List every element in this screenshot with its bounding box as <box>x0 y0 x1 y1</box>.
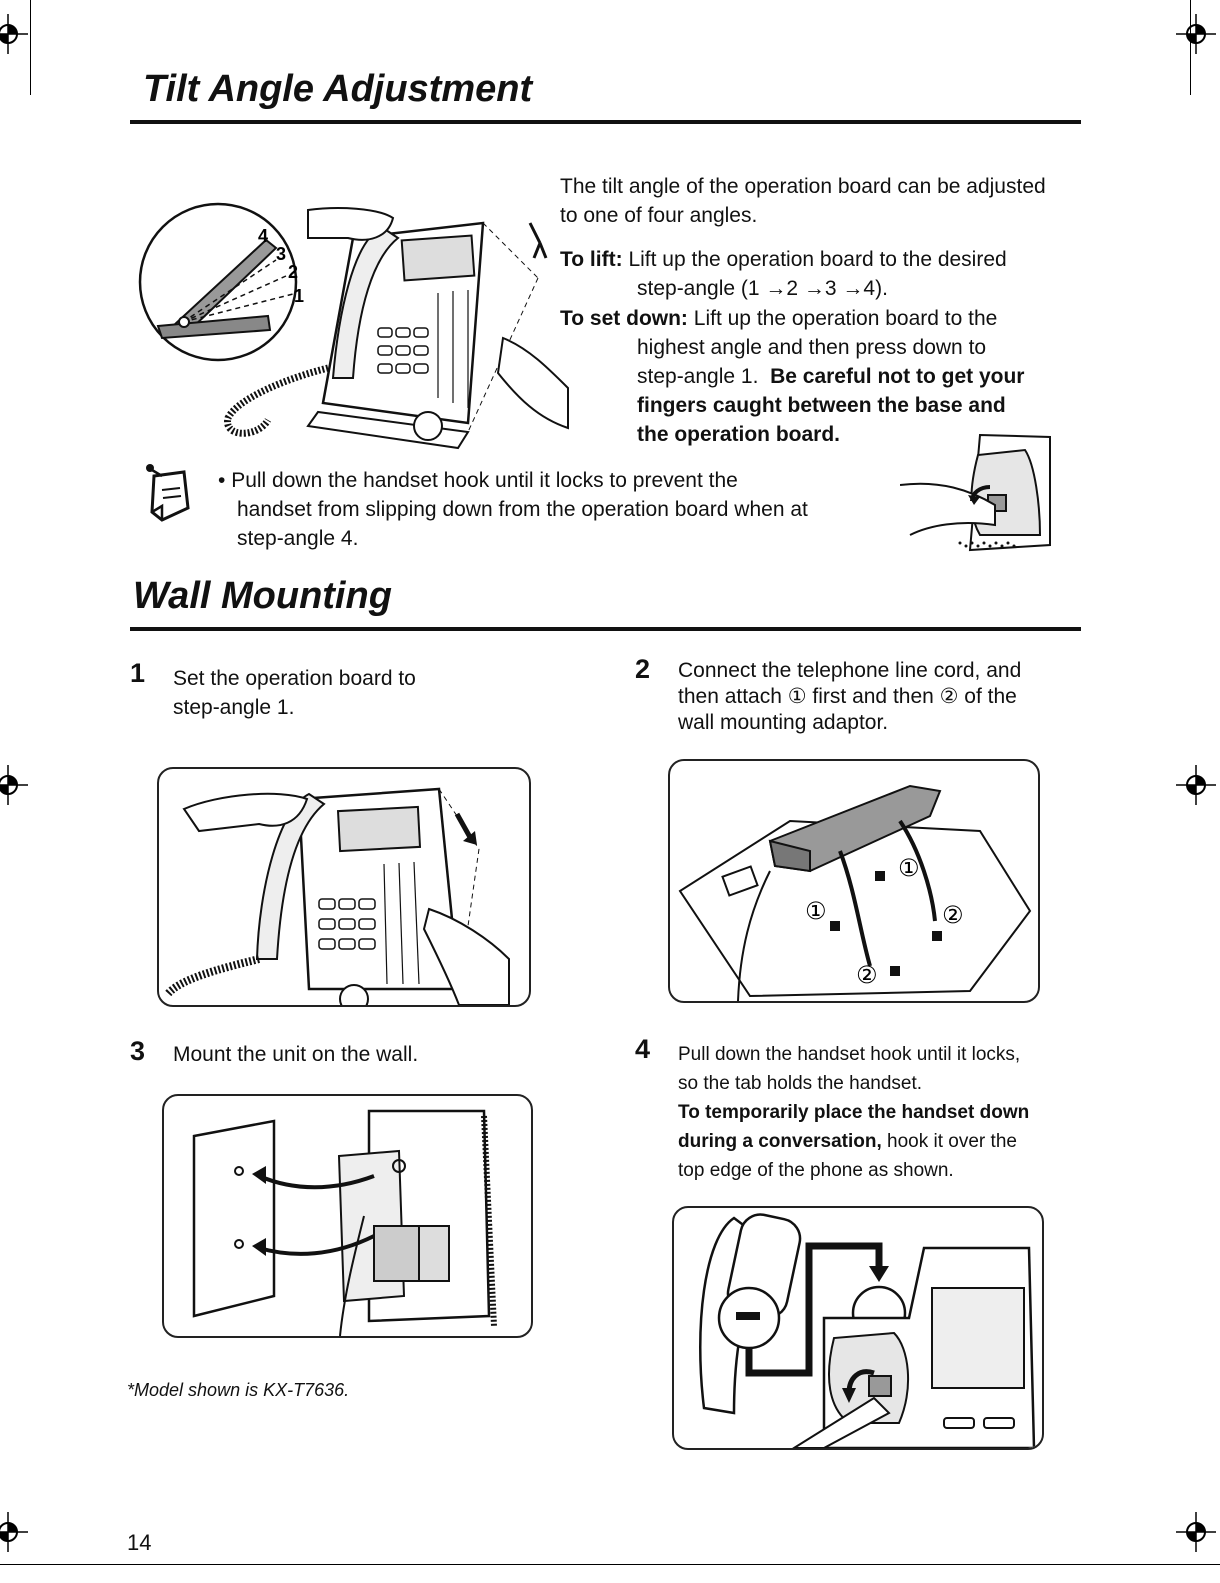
step-3-figure <box>162 1094 533 1338</box>
circled-number: ② <box>942 901 964 929</box>
step-2-figure: ① ① ② ② <box>668 759 1040 1003</box>
trim-line <box>0 1564 1220 1565</box>
step-text: Connect the telephone line cord, and <box>678 659 1022 682</box>
tilt-intro: The tilt angle of the operation board ca… <box>560 175 1046 227</box>
heading-rule <box>130 627 1081 631</box>
caution-text: the operation board. <box>637 423 841 446</box>
step-text: step-angle 1. <box>173 696 295 719</box>
step-text: Set the operation board to <box>173 667 416 690</box>
step-1-text: Set the operation board to step-angle 1. <box>173 664 533 722</box>
registration-mark-icon <box>0 765 28 805</box>
lift-text: Lift up the operation board to the desir… <box>628 248 1007 271</box>
setdown-text: Lift up the operation board to the <box>693 307 998 330</box>
step-text: hook it over the <box>881 1131 1017 1152</box>
step-1-figure <box>157 767 531 1007</box>
circled-number: ① <box>898 854 920 882</box>
angle-label: 2 <box>288 262 298 282</box>
step-4-text: Pull down the handset hook until it lock… <box>678 1040 1098 1185</box>
step-text: so the tab holds the handset. <box>678 1073 923 1094</box>
phone-illustration <box>163 787 510 1005</box>
wall-heading: Wall Mounting <box>133 575 392 617</box>
lift-label: To lift: <box>560 248 623 271</box>
page-number: 14 <box>127 1530 152 1555</box>
step-number: 3 <box>130 1036 146 1066</box>
note-icon <box>146 464 190 522</box>
bullet: • <box>218 469 226 492</box>
handset-hang-illustration <box>699 1213 1036 1448</box>
step-text: top edge of the phone as shown. <box>678 1160 954 1181</box>
caution-text: Be careful not to get your <box>770 365 1025 388</box>
step-text: then attach ① first and then ② of the <box>678 685 1017 708</box>
tilt-note: • Pull down the handset hook until it lo… <box>218 466 898 553</box>
tilt-illustration: 4 3 2 1 <box>138 202 569 450</box>
circled-number: ① <box>805 897 827 925</box>
adaptor-illustration: ① ① ② ② <box>678 784 1032 1001</box>
wall-mount-illustration <box>192 1109 497 1336</box>
circled-number: ② <box>856 961 878 989</box>
step-number: 2 <box>635 654 651 684</box>
angle-label: 4 <box>258 226 268 246</box>
tilt-heading: Tilt Angle Adjustment <box>143 68 533 110</box>
setdown-text: highest angle and then press down to <box>637 336 987 359</box>
note-text: handset from slipping down from the oper… <box>237 498 808 521</box>
registration-mark-icon <box>1176 14 1216 54</box>
registration-mark-icon <box>0 1512 28 1552</box>
registration-mark-icon <box>1176 765 1216 805</box>
step-number: 1 <box>130 658 146 688</box>
trim-line <box>1190 0 1191 95</box>
angle-label: 3 <box>276 244 286 264</box>
footnote-star: * <box>127 1380 135 1400</box>
caution-text: fingers caught between the base and <box>637 394 1006 417</box>
step-2-text: Connect the telephone line cord, and the… <box>678 658 1088 736</box>
note-text: Pull down the handset hook until it lock… <box>231 469 738 492</box>
step-bold-text: To temporarily place the handset down <box>678 1102 1030 1123</box>
setdown-label: To set down: <box>560 307 688 330</box>
step-text: wall mounting adaptor. <box>678 711 889 734</box>
setdown-text: step-angle 1. <box>637 365 759 388</box>
registration-mark-icon <box>0 14 28 54</box>
note-text: step-angle 4. <box>237 527 359 550</box>
lift-text: step-angle (1 →2 →3 →4). <box>637 277 888 300</box>
step-number: 4 <box>635 1034 651 1064</box>
handset-hook-illustration <box>900 433 1051 552</box>
step-text: Pull down the handset hook until it lock… <box>678 1044 1021 1065</box>
step-3-text: Mount the unit on the wall. <box>173 1043 419 1066</box>
step-4-figure <box>672 1206 1044 1450</box>
setdown-instruction: To set down: Lift up the operation board… <box>560 304 1080 449</box>
trim-line <box>30 0 31 95</box>
angle-label: 1 <box>294 286 304 306</box>
step-bold-text: during a conversation, <box>678 1131 882 1152</box>
lift-instruction: To lift: Lift up the operation board to … <box>560 245 1080 303</box>
footnote: *Model shown is KX-T7636. <box>127 1380 349 1401</box>
heading-rule <box>130 120 1081 124</box>
footnote-text: Model shown is KX-T7636. <box>134 1380 350 1400</box>
registration-mark-icon <box>1176 1512 1216 1552</box>
